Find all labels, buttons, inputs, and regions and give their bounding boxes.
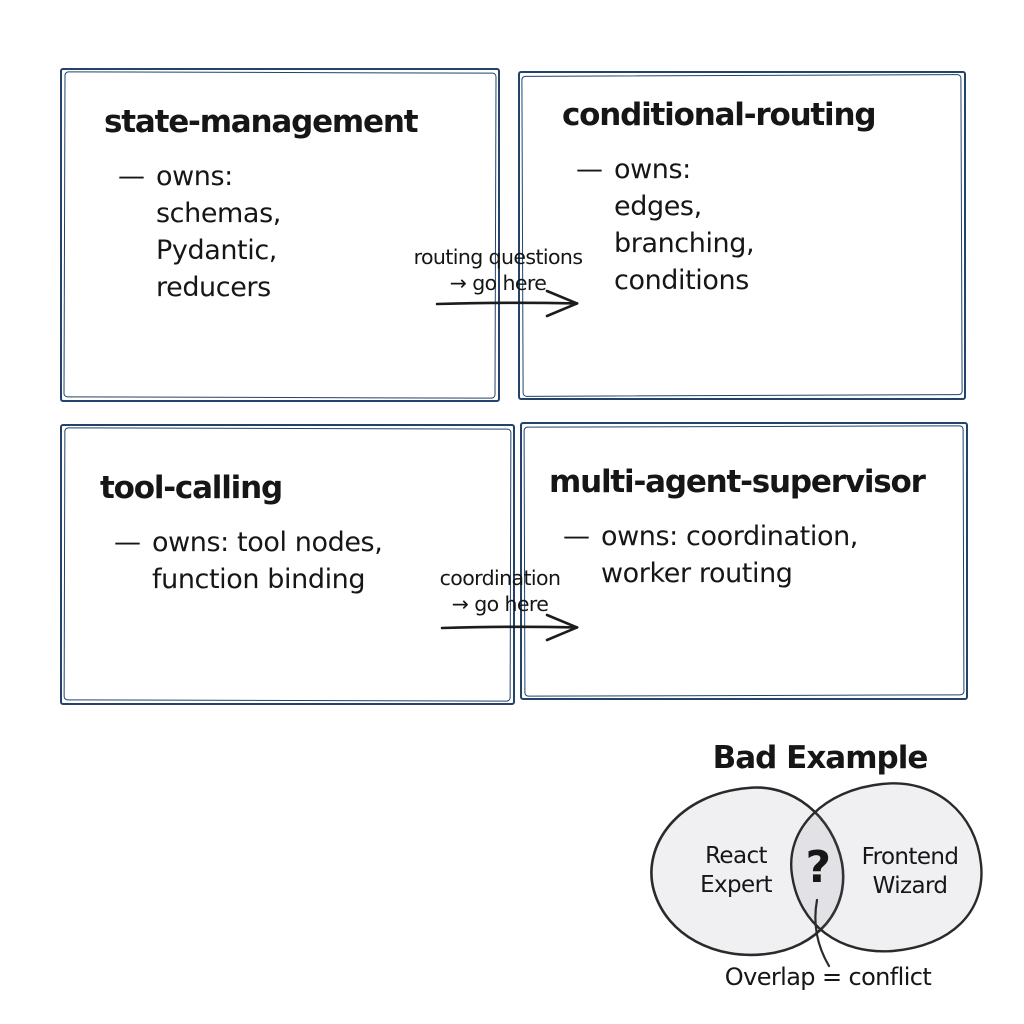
box-content: state-management — owns: schemas, Pydant… [62,70,498,400]
box-title: conditional-routing [562,97,877,133]
bullet-text: owns: [614,154,691,185]
bullet-text: owns: coordination, [601,521,858,552]
bullet-line: — owns: [576,151,946,188]
venn-diagram [650,782,983,968]
list-item: function binding [152,564,366,595]
arrow-label-line: → go here [451,592,549,616]
list-item: conditions [614,265,749,296]
arrow-label-line: coordination [439,566,561,590]
bullet-text: owns: [156,161,233,192]
venn-left-label: React Expert [700,843,772,898]
routing-arrow-label: routing questions → go here [408,244,588,296]
list-item: branching, [614,228,755,259]
bullet-dash: — [114,527,141,558]
box-multi-agent-supervisor: multi-agent-supervisor — owns: coordinat… [520,422,968,700]
box-title: state-management [104,104,419,140]
list-item: edges, [614,191,702,222]
bullet-dash: — [576,154,603,185]
coordination-arrow-label: coordination → go here [410,565,590,617]
arrow-label-line: → go here [449,271,547,295]
venn-right-label: Frontend Wizard [861,844,959,899]
arrow-label-line: routing questions [413,245,583,269]
bad-example-title: Bad Example [712,740,929,776]
box-lines: — owns: coordination, worker routing [549,518,952,592]
list-item: reducers [156,272,271,303]
bullet-dash: — [563,521,590,552]
list-item: schemas, [156,198,281,229]
venn-right-circle [789,782,983,953]
box-title: tool-calling [100,470,283,506]
overlap-connector-line [814,898,831,968]
bullet-dash: — [118,161,145,192]
box-lines: — owns: tool nodes, function binding [100,524,495,598]
box-title: multi-agent-supervisor [549,464,926,500]
bullet-line: — owns: tool nodes, [114,524,495,561]
box-conditional-routing: conditional-routing — owns: edges, branc… [518,71,966,400]
box-state-management: state-management — owns: schemas, Pydant… [60,68,500,402]
coordination-arrow-icon [440,613,579,642]
venn-left-circle [650,786,845,957]
box-lines: — owns: schemas, Pydantic, reducers [104,158,480,306]
list-item: worker routing [601,558,793,589]
box-content: tool-calling — owns: tool nodes, functio… [62,426,513,703]
bullet-line: — owns: coordination, [563,518,952,555]
list-item: Pydantic, [156,235,277,266]
overlap-question-mark: ? [805,842,832,893]
bullet-text: owns: tool nodes, [152,527,383,558]
box-content: conditional-routing — owns: edges, branc… [520,73,964,398]
box-content: multi-agent-supervisor — owns: coordinat… [522,424,966,698]
venn-caption: Overlap = conflict [724,963,932,991]
bullet-line: — owns: [118,158,480,195]
box-lines: — owns: edges, branching, conditions [562,151,946,299]
routing-arrow-icon [435,289,579,318]
box-tool-calling: tool-calling — owns: tool nodes, functio… [60,424,515,705]
